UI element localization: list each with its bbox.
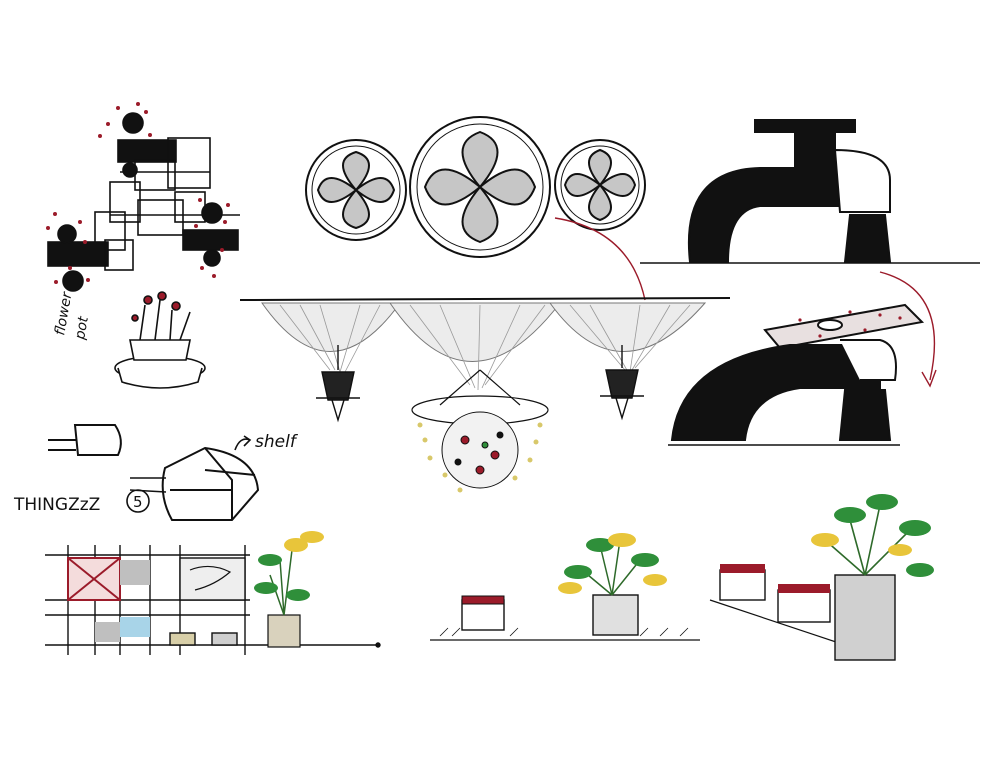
left-pendant: [316, 345, 360, 423]
medallion-petals: [316, 130, 637, 244]
flower-label-line-1: flower: [52, 290, 76, 337]
plant-planter-sketch: [430, 533, 700, 641]
thingzzz-shelf-sketch: [48, 424, 260, 521]
basin-dots: [798, 310, 902, 338]
shelf-label: shelf: [255, 432, 299, 452]
thingzzz-label: THINGZzZ: [13, 495, 100, 515]
basin-faucet-sketch: [668, 303, 925, 446]
flower-pot-sketch: [114, 291, 206, 389]
grid-shelf-plant: [254, 531, 324, 648]
chandelier-crystals: [417, 422, 543, 493]
grid-wall-shelf-sketch: [45, 545, 381, 655]
basin-arrow-head: [921, 369, 937, 388]
draped-canopy-chandelier-sketch: [239, 297, 731, 493]
basin-arrow: [879, 271, 936, 381]
planter-boxes-sketch: [709, 494, 934, 661]
chandelier-cluster: [441, 411, 519, 489]
thingzzz-number: 5: [133, 493, 143, 511]
modular-shelf-sketch: [47, 112, 240, 292]
medallion-arrow: [554, 217, 646, 301]
thingzzz-number-circle: [126, 489, 150, 513]
faucet-sketch: [640, 119, 980, 264]
flower-label-line-2: pot: [72, 315, 92, 342]
right-pendant: [600, 345, 644, 421]
modular-shelf-dots: [46, 102, 230, 284]
